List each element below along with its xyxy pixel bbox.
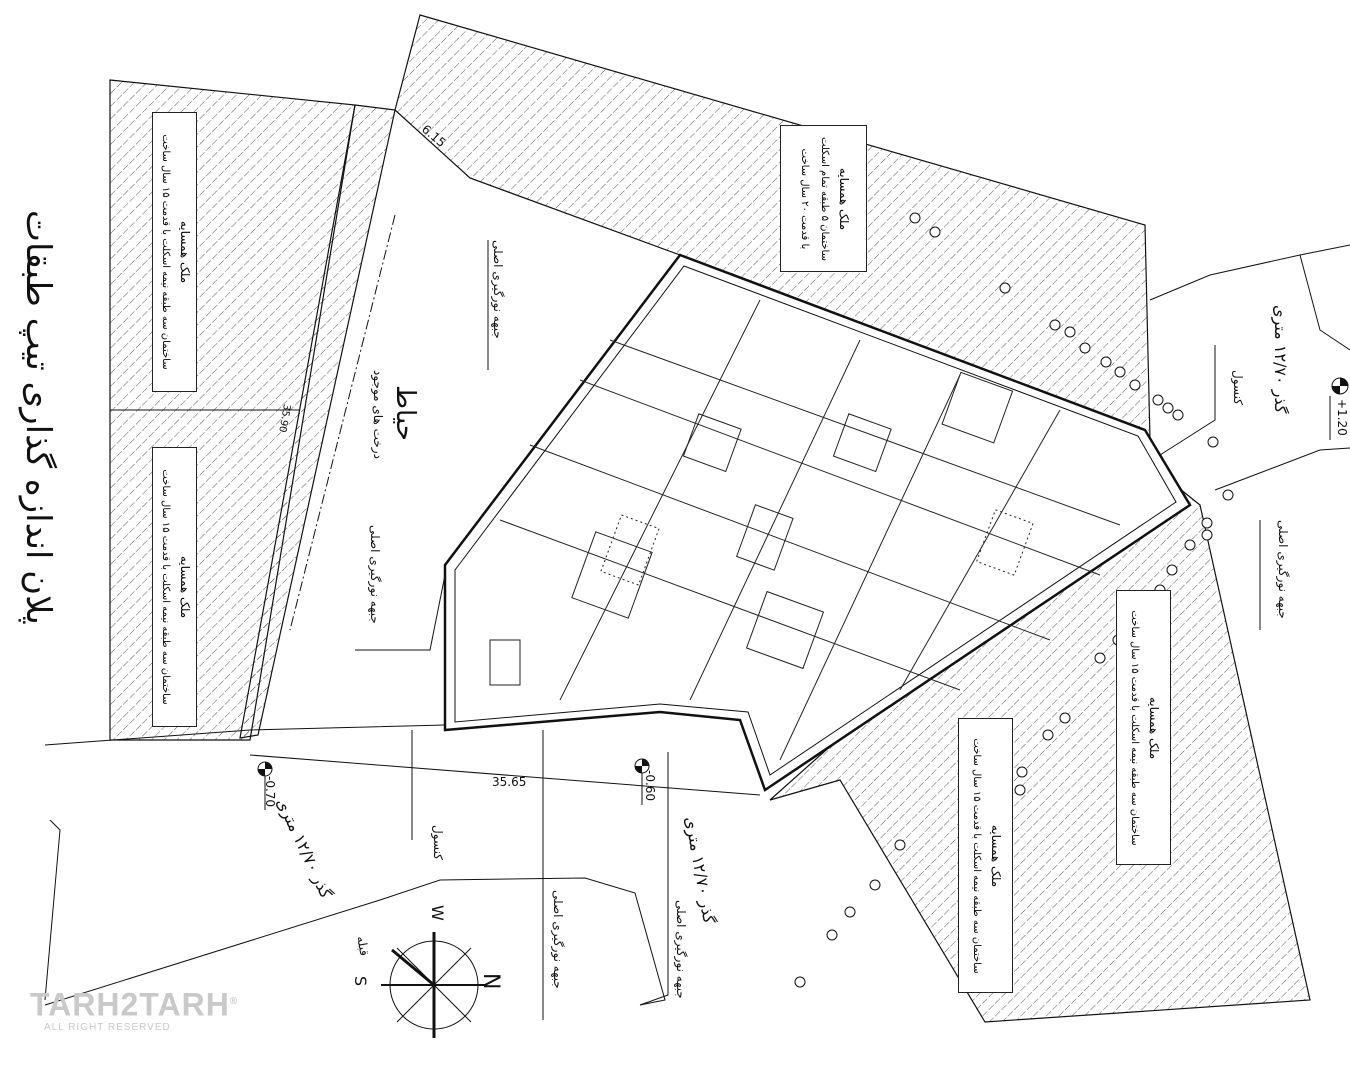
road-edge-left	[44, 724, 446, 746]
trees-label: درخت های موجود	[371, 370, 385, 459]
elevation-marker-right	[1329, 377, 1349, 440]
watermark-rights: ALL RIGHT RESERVED	[44, 1021, 171, 1033]
building-inner-wall	[454, 265, 1177, 776]
road-label-right: گذر ۱۲/۷۰ متری	[1271, 305, 1290, 414]
north-arrow-compass	[381, 932, 487, 1038]
elevation-marker-left	[257, 761, 273, 810]
neighbor-strip	[239, 104, 396, 739]
road-edge-bottom	[44, 819, 61, 1001]
main-light-label-yard: جبهه نورگیری اصلی	[368, 525, 382, 624]
main-light-label-bottom-2: جبهه نورگیری اصلی	[674, 900, 688, 999]
watermark-reg: ®	[229, 996, 239, 1007]
elevation-marker-center	[634, 758, 650, 805]
watermark-logo: TARH2TARH® ALL RIGHT RESERVED	[30, 985, 238, 1033]
road-lower-edge	[44, 877, 666, 1006]
main-light-label-right: جبهه نورگیری اصلی	[1276, 520, 1290, 619]
neighbor-box-5: ملک همسایه ساختمان سه طبقه نیمه اسکلت با…	[958, 718, 1013, 993]
neighbor-desc: ساختمان ۵ طبقه تمام اسکلت	[818, 136, 830, 261]
qibla-arrow	[391, 948, 435, 987]
yard-label: حیاط	[390, 385, 420, 441]
drawing-title: پلان اندازه گذاری تیپ طبقات	[18, 210, 58, 625]
road-edge-right-3	[1214, 447, 1350, 491]
console-label-bottom: کنسول	[431, 825, 445, 860]
neighbor-desc: ساختمان سه طبقه نیمه اسکلت با قدمت ۱۵ سا…	[970, 737, 982, 974]
neighbor-heading: ملک همسایه	[177, 555, 192, 619]
dimension-line-bottom	[249, 754, 761, 796]
compass-south: S	[351, 976, 370, 987]
neighbor-desc: ساختمان سه طبقه نیمه اسکلت با قدمت ۱۵ سا…	[159, 134, 171, 370]
neighbor-desc: ساختمان سه طبقه نیمه اسکلت با قدمت ۱۵ سا…	[159, 469, 171, 705]
neighbor-heading: ملک همسایه	[836, 167, 851, 230]
dimension-bottom: 35.65	[492, 775, 527, 789]
building-interior	[489, 299, 1121, 761]
elevation-right: +1.20	[1335, 398, 1349, 437]
neighbor-heading: ملک همسایه	[1146, 696, 1161, 759]
compass-north: N	[478, 973, 503, 990]
road-edge-right-2	[1299, 254, 1350, 351]
tree-dimension-chain	[289, 214, 396, 631]
neighbor-heading: ملک همسایه	[988, 824, 1003, 887]
building-outline	[443, 253, 1192, 792]
neighbor-box-2: ملک همسایه ساختمان سه طبقه نیمه اسکلت با…	[152, 447, 197, 727]
neighbor-heading: ملک همسایه	[177, 220, 192, 284]
main-light-label-top: جبهه نورگیری اصلی	[491, 240, 505, 339]
console-label-right: کنسول	[1231, 370, 1245, 405]
main-light-label-bottom: جبهه نورگیری اصلی	[551, 890, 565, 989]
neighbor-box-1: ملک همسایه ساختمان سه طبقه نیمه اسکلت با…	[152, 112, 197, 392]
compass-west: W	[428, 905, 447, 921]
elevation-center: -0.60	[643, 770, 657, 802]
neighbor-box-4: ملک همسایه ساختمان سه طبقه نیمه اسکلت با…	[1116, 590, 1171, 865]
road-edge-right	[1149, 244, 1350, 301]
neighbor-box-3: ملک همسایه ساختمان ۵ طبقه تمام اسکلت با …	[780, 125, 867, 272]
neighbor-desc: ساختمان سه طبقه نیمه اسکلت با قدمت ۱۵ سا…	[1128, 609, 1140, 846]
leader-lines	[355, 240, 1261, 1020]
neighbor-desc-2: با قدمت ۲۰ سال ساخت	[798, 148, 810, 249]
elevation-left: -0.70	[263, 776, 277, 808]
watermark-brand: TARH2TARH	[30, 986, 230, 1023]
